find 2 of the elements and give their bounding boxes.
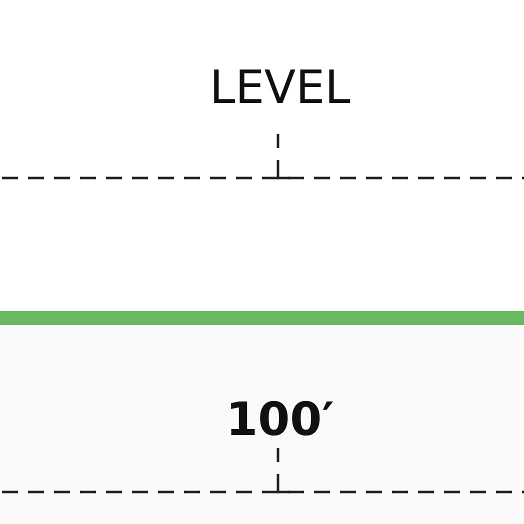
level-label: 100′ bbox=[226, 396, 334, 442]
level-label: LEVEL bbox=[210, 64, 350, 110]
